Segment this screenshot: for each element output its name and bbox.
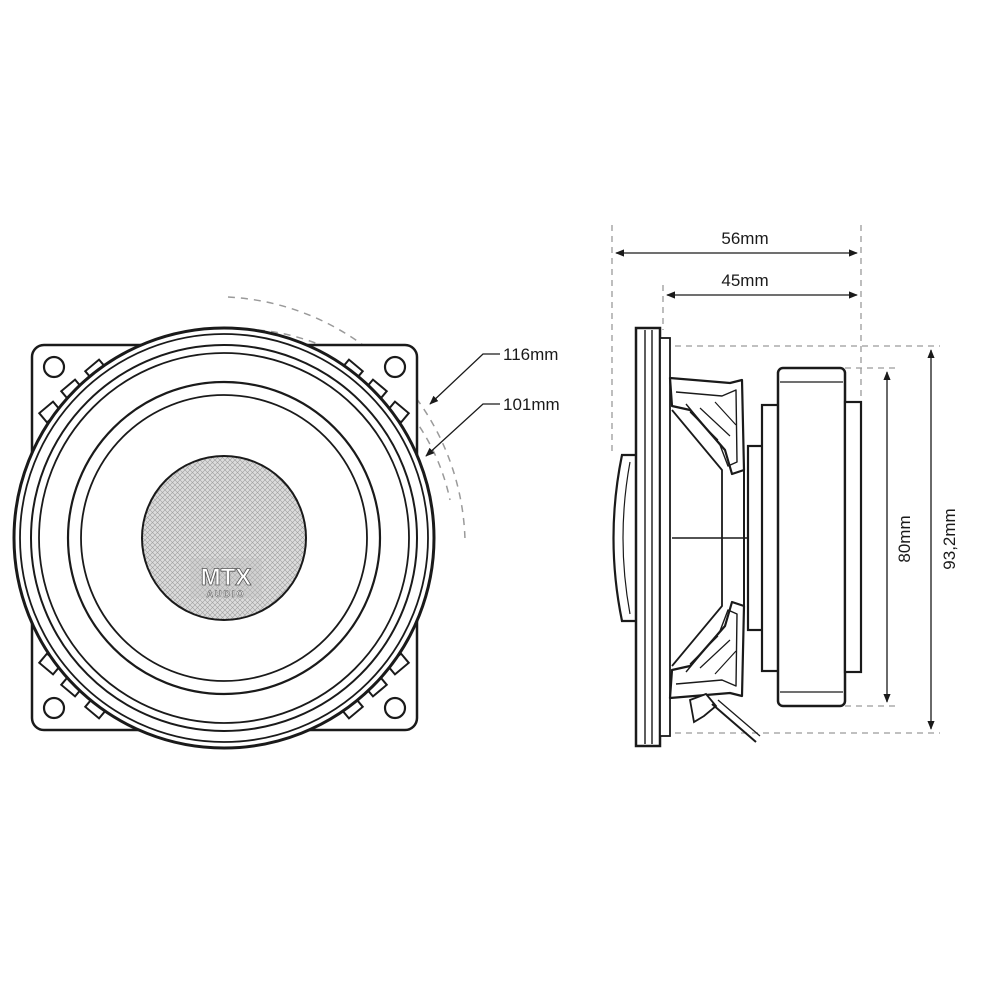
front-view: MTX AUDIO 116mm 101mm [12,296,560,750]
speaker-basket [668,376,748,700]
frame-height-label: 93,2mm [940,508,959,569]
mounting-depth-label: 45mm [721,271,768,290]
outer-diameter-label: 116mm [503,345,558,364]
outer-ring-inner [19,333,429,743]
basket-top-arm [668,376,746,476]
gasket [659,337,671,737]
logo-plate [190,558,262,598]
mounting-hole [42,355,66,379]
mounting-hole [383,355,407,379]
side-view: 56mm 45mm 80mm 93,2mm [611,225,959,748]
mounting-holes [42,355,407,720]
extension-lines [611,225,940,734]
cutout-diameter-label: 101mm [503,395,560,414]
mounting-hole [42,696,66,720]
cone-edge-inner [80,394,368,682]
overall-depth-label: 56mm [721,229,768,248]
logo-main-text: MTX [201,564,252,591]
back-plate [843,400,863,674]
speaker-terminal [688,692,761,743]
brand-logo: MTX AUDIO [190,558,262,599]
mounting-hole [383,696,407,720]
magnet [776,366,847,708]
front-flange [634,326,662,748]
surround-inner [38,352,410,724]
surround-outer [30,344,418,732]
logo-sub-text: AUDIO [207,589,246,599]
basket-bottom-arm [668,600,746,700]
cone-edge [66,380,382,696]
tweeter-dome-inner-line [622,461,631,615]
cutout-diameter-leader [425,403,500,457]
tweeter-grille [141,455,307,621]
outer-diameter-leader [429,353,500,405]
cutout-diameter-arc [257,329,451,501]
magnet-diameter-label: 80mm [895,515,914,562]
